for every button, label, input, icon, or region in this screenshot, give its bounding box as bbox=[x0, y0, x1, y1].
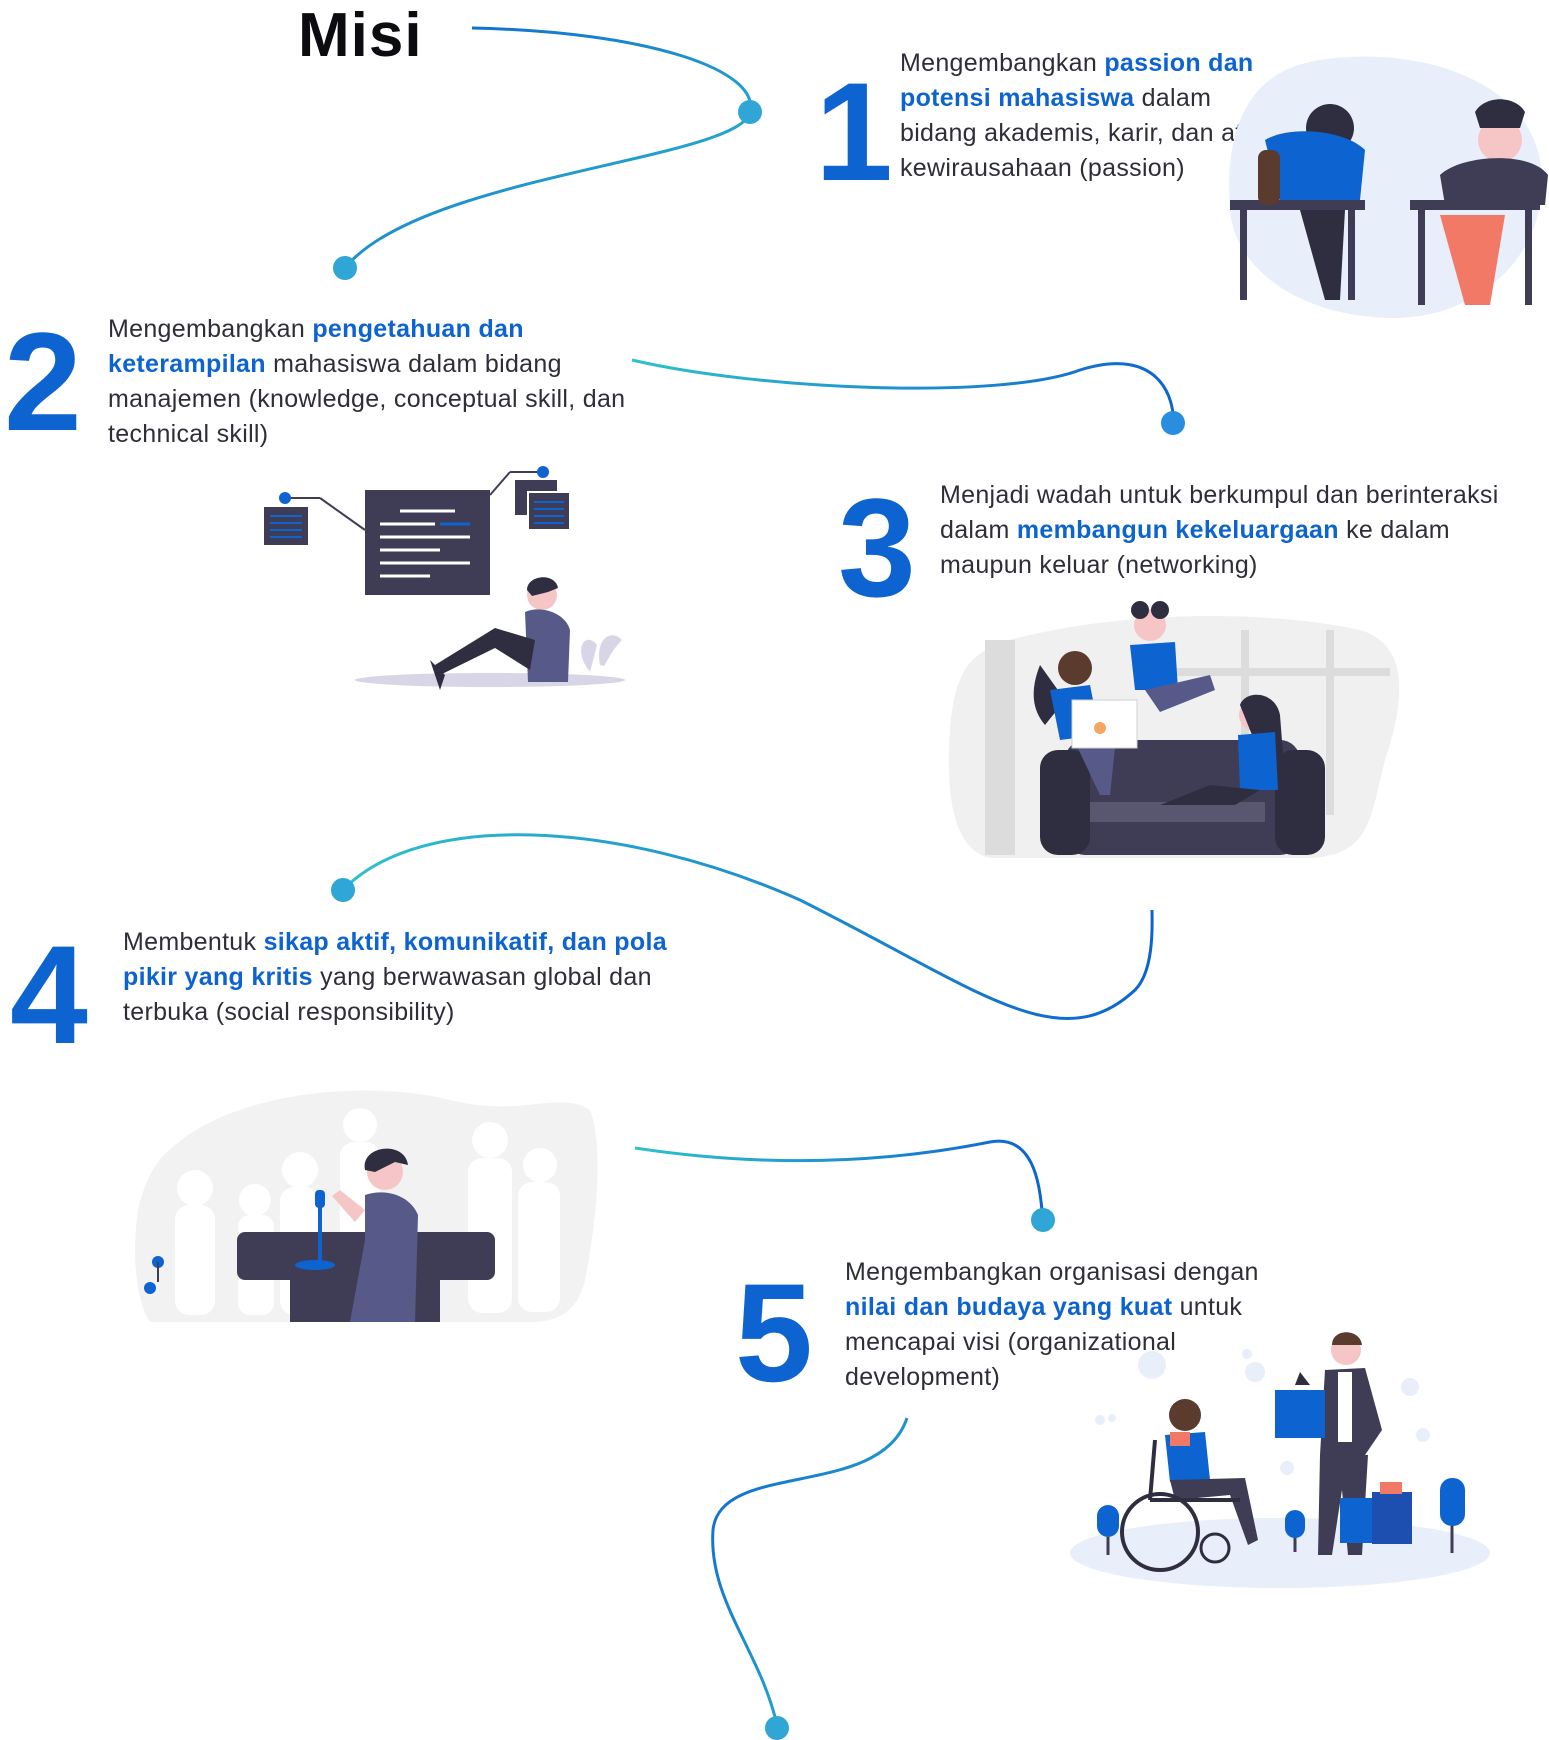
mission-2-text: Mengembangkan pengetahuan dan keterampil… bbox=[108, 315, 626, 448]
mission-1-text: Mengembangkan passion dan potensi mahasi… bbox=[900, 49, 1271, 182]
mission-2-number: 2 bbox=[4, 303, 82, 460]
mission-5-text: Mengembangkan organisasi dengan nilai da… bbox=[845, 1258, 1259, 1391]
mission-1-number: 1 bbox=[815, 53, 893, 210]
mission-4-number: 4 bbox=[10, 916, 88, 1073]
mission-3-text: Menjadi wadah untuk berkumpul dan berint… bbox=[940, 481, 1499, 579]
page-title: Misi bbox=[298, 1, 423, 70]
mission-3-number: 3 bbox=[838, 469, 916, 626]
mission-5-number: 5 bbox=[735, 1254, 813, 1411]
mission-4-text: Membentuk sikap aktif, komunikatif, dan … bbox=[123, 928, 667, 1026]
